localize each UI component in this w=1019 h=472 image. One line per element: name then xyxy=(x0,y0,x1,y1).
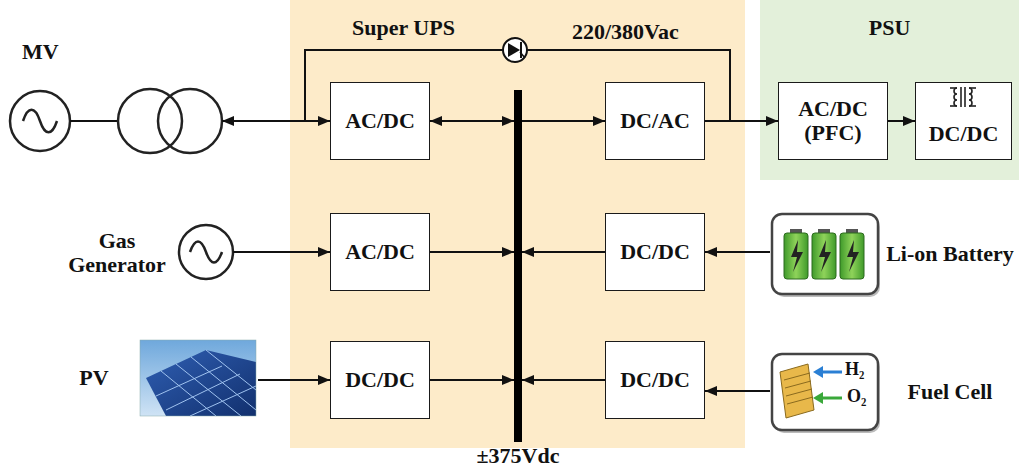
power-flow-arrow xyxy=(430,379,514,381)
ups-band-fill xyxy=(290,0,745,448)
node-label: AC/DC xyxy=(341,109,419,133)
power-flow-arrow xyxy=(705,120,778,122)
node-label: DC/DC xyxy=(925,122,1003,146)
node-label: MV xyxy=(22,40,82,64)
node-label: Fuel Cell xyxy=(884,380,1016,404)
fuel-cell-source: Fuel Cell xyxy=(770,352,1017,432)
node-label: AC/DC xyxy=(341,240,419,264)
power-flow-arrow xyxy=(522,379,605,381)
converter-box: AC/DC xyxy=(330,213,430,291)
power-flow-arrow xyxy=(522,251,605,253)
power-flow-arrow xyxy=(888,120,915,122)
dc-bus: ±375Vdc xyxy=(514,90,522,442)
power-flow-arrow xyxy=(522,120,605,122)
group-heading: Super UPS xyxy=(352,16,455,40)
power-flow-arrow xyxy=(430,251,514,253)
power-flow-arrow xyxy=(222,120,330,122)
psu-band-fill xyxy=(760,0,1019,180)
mv-grid-source: MV xyxy=(8,40,222,160)
node-label: ±375Vdc xyxy=(477,444,560,468)
voltage-label: 220/380Vac xyxy=(572,20,679,44)
power-flow-arrow xyxy=(705,251,770,253)
converter-box: AC/DC (PFC) xyxy=(778,82,888,160)
pv-panel-picture xyxy=(140,340,256,416)
battery-source: Li-on Battery xyxy=(770,212,1015,296)
node-label: DC/AC xyxy=(616,109,694,133)
converter-box: DC/DC xyxy=(915,82,1012,160)
pv-source: PV xyxy=(66,340,258,416)
ups-region: Super UPS AC/DC DC/AC AC/DC DC/DC DC/DC DC/DC ±… xyxy=(290,0,745,448)
node-label: DC/DC xyxy=(341,368,419,392)
fuel-cell-picture xyxy=(772,354,880,433)
battery-picture xyxy=(772,214,880,297)
transformer-symbol xyxy=(118,89,222,153)
power-flow-arrow xyxy=(705,390,770,392)
node-label: Li-on Battery xyxy=(886,242,1014,266)
node-label: DC/DC xyxy=(616,240,694,264)
node-label: AC/DC (PFC) xyxy=(779,97,887,145)
mv-source-symbol xyxy=(10,91,118,151)
node-label: Gas Generator xyxy=(62,229,172,277)
converter-box: DC/AC xyxy=(605,82,705,160)
gas-generator: Gas Generator xyxy=(62,215,233,291)
converter-box: AC/DC xyxy=(330,82,430,160)
converter-box: DC/DC xyxy=(605,341,705,419)
power-flow-arrow xyxy=(258,379,330,381)
gas-label: O₂ xyxy=(847,387,866,407)
thyristor-symbol xyxy=(503,38,527,62)
power-flow-arrow xyxy=(233,251,330,253)
gas-label: H₂ xyxy=(845,360,864,380)
power-flow-arrow xyxy=(430,120,514,122)
node-label: DC/DC xyxy=(616,368,694,392)
psu-region: PSU AC/DC (PFC) DC/DC xyxy=(760,0,1019,180)
node-label: PV xyxy=(70,366,118,390)
converter-box: DC/DC xyxy=(605,213,705,291)
generator-symbol xyxy=(179,225,233,279)
converter-box: DC/DC xyxy=(330,341,430,419)
group-heading: PSU xyxy=(760,16,1019,40)
